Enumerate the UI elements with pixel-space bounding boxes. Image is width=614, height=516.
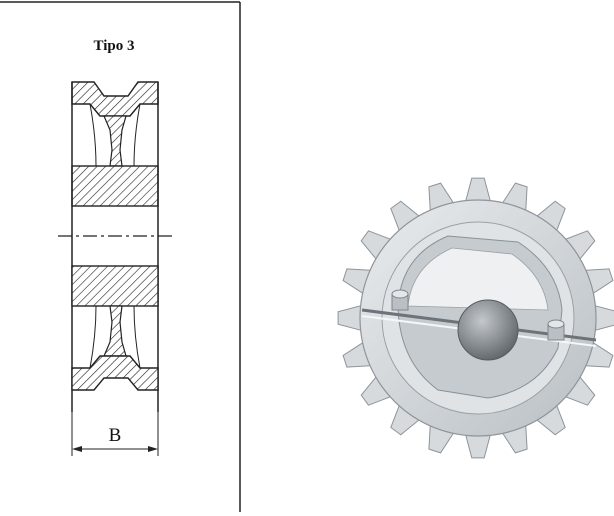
drawing-frame [0, 1, 241, 512]
lower-hub-section [71, 265, 159, 307]
bolt-left [391, 289, 409, 311]
sprocket-render [337, 177, 614, 459]
section-drawing: Tipo 3 B [58, 38, 176, 456]
lower-rim-section [71, 355, 159, 391]
upper-rim-section [71, 81, 159, 117]
dimension-b-label: B [109, 425, 122, 446]
dimension-b: B [71, 390, 159, 456]
drawing-title: Tipo 3 [94, 38, 135, 54]
bolt-right [547, 319, 565, 341]
bore [457, 299, 519, 361]
upper-web-section [103, 115, 127, 167]
upper-hub-section [71, 165, 159, 207]
lower-web-section [103, 305, 127, 357]
